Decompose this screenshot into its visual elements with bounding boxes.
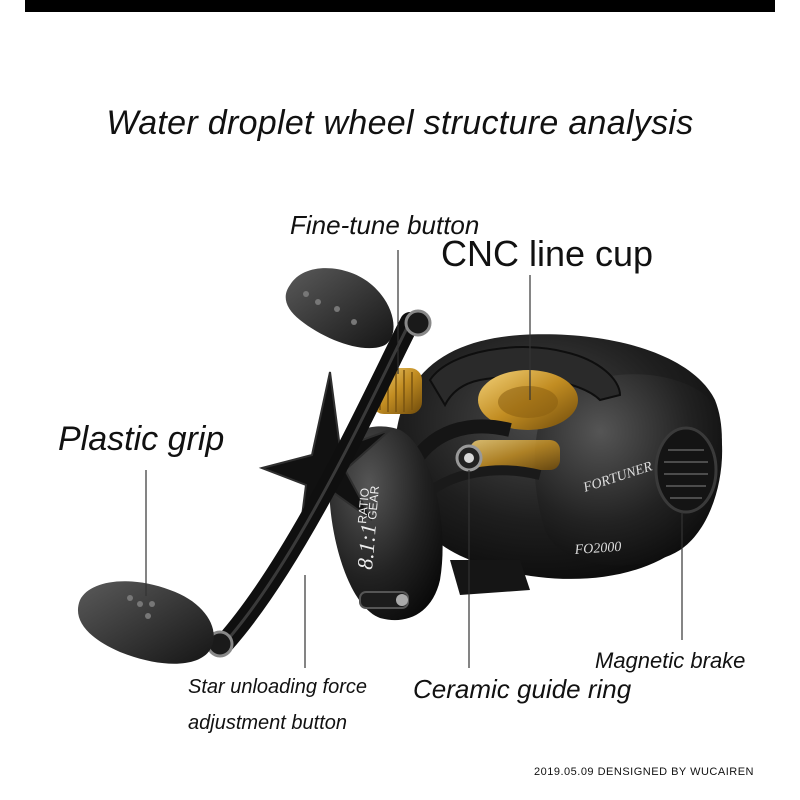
label-fine-tune-button: Fine-tune button	[290, 210, 480, 240]
label-magnetic-brake: Magnetic brake	[595, 648, 746, 673]
label-cnc-line-cup: CNC line cup	[441, 233, 654, 274]
label-star-adjust-line1: Star unloading force	[188, 676, 368, 698]
plastic-grip-knob	[77, 581, 214, 664]
magnetic-brake-dial	[654, 426, 718, 514]
page-title: Water droplet wheel structure analysis	[106, 104, 694, 142]
design-credit: 2019.05.09 DENSIGNED BY WUCAIREN	[534, 766, 754, 778]
gear-word-text: GEAR	[365, 485, 382, 520]
top-bar	[25, 0, 775, 12]
gear-ratio-text: 8.1:1	[352, 523, 381, 571]
label-star-adjust-line2: adjustment button	[188, 712, 347, 734]
right-side-plate	[534, 374, 723, 566]
model-text: FO2000	[573, 540, 622, 558]
label-plastic-grip: Plastic grip	[58, 420, 225, 458]
label-ceramic-guide-ring: Ceramic guide ring	[413, 674, 632, 704]
ratio-word-text: RATIO	[355, 487, 372, 524]
left-side-plate	[329, 426, 443, 621]
upper-handle-knob	[285, 268, 394, 349]
